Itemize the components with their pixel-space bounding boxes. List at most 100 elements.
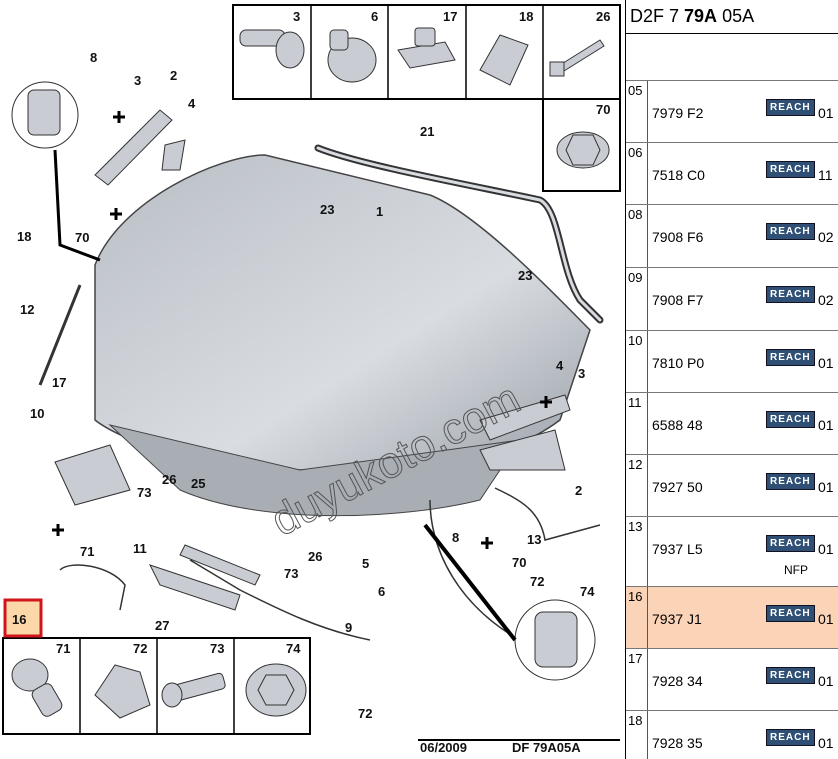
part-reference: 7928 34 bbox=[652, 673, 703, 689]
callout-26-mid: 26 bbox=[308, 549, 322, 564]
callout-72-mid: 72 bbox=[530, 574, 544, 589]
lock-latch-10 bbox=[54, 444, 131, 506]
callout-4-top: 4 bbox=[188, 96, 196, 111]
reach-badge: REACH bbox=[766, 286, 815, 303]
row-quantity: 01 bbox=[818, 479, 834, 495]
row-quantity: 01 bbox=[818, 541, 834, 557]
clip-icon bbox=[239, 29, 305, 69]
exploded-parts-diagram: 3 6 17 18 26 70 bbox=[2, 4, 621, 755]
bolt-70-icon bbox=[556, 131, 610, 169]
row-quantity: 01 bbox=[818, 105, 834, 121]
callout-73-left: 73 bbox=[137, 485, 151, 500]
header-bold: 79A bbox=[684, 6, 718, 26]
row-quantity: 01 bbox=[818, 673, 834, 689]
callout-23-right: 23 bbox=[518, 268, 532, 283]
callout-9: 9 bbox=[345, 620, 352, 635]
diagram-date: 06/2009 bbox=[420, 740, 467, 755]
svg-text:16: 16 bbox=[12, 612, 26, 627]
row-index: 06 bbox=[626, 143, 648, 204]
reach-badge: REACH bbox=[766, 535, 815, 552]
top-box-label-26: 26 bbox=[596, 9, 610, 24]
stud-icon bbox=[549, 39, 605, 77]
part-reference: 7810 P0 bbox=[652, 355, 705, 371]
reach-badge: REACH bbox=[766, 667, 815, 684]
row-note: NFP bbox=[784, 563, 808, 577]
reach-badge: REACH bbox=[766, 411, 815, 428]
callout-labels: 1 2 2 3 3 4 4 5 6 8 8 9 10 11 12 13 17 1… bbox=[17, 50, 595, 721]
reach-badge: REACH bbox=[766, 349, 815, 366]
callout-11: 11 bbox=[133, 541, 147, 556]
callout-18: 18 bbox=[17, 229, 31, 244]
callout-5: 5 bbox=[362, 556, 369, 571]
bracket-27 bbox=[149, 564, 241, 611]
part-reference: 7937 L5 bbox=[652, 541, 703, 557]
callout-13: 13 bbox=[527, 532, 541, 547]
bar-11 bbox=[179, 544, 261, 586]
callout-25: 25 bbox=[191, 476, 205, 491]
reach-badge: REACH bbox=[766, 161, 815, 178]
callout-3-right: 3 bbox=[578, 366, 585, 381]
row-index: 16 bbox=[626, 587, 648, 648]
header-suffix: 05A bbox=[717, 6, 755, 26]
bracket-clip-icon bbox=[397, 27, 456, 69]
row-index: 09 bbox=[626, 268, 648, 330]
nut-clip-72-icon bbox=[94, 664, 151, 719]
bottom-parts-box: 71 72 73 74 bbox=[2, 637, 311, 735]
callout-8-mid: 8 bbox=[452, 530, 459, 545]
callout-1: 1 bbox=[376, 204, 383, 219]
row-index: 13 bbox=[626, 517, 648, 586]
row-index: 05 bbox=[626, 81, 648, 142]
hinge-clip-icon bbox=[479, 34, 529, 86]
row-quantity: 02 bbox=[818, 229, 834, 245]
plus-markers bbox=[52, 111, 552, 549]
callout-70-top: 70 bbox=[75, 230, 89, 245]
callout-8-top: 8 bbox=[90, 50, 97, 65]
screw-71-icon bbox=[11, 658, 63, 717]
row-quantity: 01 bbox=[818, 417, 834, 433]
side-part-box: 70 bbox=[542, 98, 621, 192]
nut-74-icon bbox=[245, 663, 307, 717]
reach-badge: REACH bbox=[766, 99, 815, 116]
diagram-reference: DF 79A05A bbox=[512, 740, 581, 755]
row-quantity: 01 bbox=[818, 735, 834, 751]
callout-17: 17 bbox=[52, 375, 66, 390]
callout-16-selected[interactable]: 16 bbox=[3, 598, 43, 638]
support-rod-12 bbox=[38, 284, 82, 386]
top-box-label-6: 6 bbox=[371, 9, 378, 24]
row-index: 10 bbox=[626, 331, 648, 392]
reach-badge: REACH bbox=[766, 729, 815, 746]
bottom-box-label-73: 73 bbox=[210, 641, 224, 656]
seal-inner-line bbox=[316, 146, 602, 322]
row-index: 17 bbox=[626, 649, 648, 710]
callout-27: 27 bbox=[155, 618, 169, 633]
part-reference: 7937 J1 bbox=[652, 611, 702, 627]
callout-23-top: 23 bbox=[320, 202, 334, 217]
callout-70-mid: 70 bbox=[512, 555, 526, 570]
callout-6: 6 bbox=[378, 584, 385, 599]
side-box-label-70: 70 bbox=[596, 102, 610, 117]
bolt-73-icon bbox=[161, 672, 226, 708]
hinge-left bbox=[94, 109, 186, 186]
callout-10: 10 bbox=[30, 406, 44, 421]
callout-21: 21 bbox=[420, 124, 434, 139]
bottom-box-label-74: 74 bbox=[286, 641, 301, 656]
callout-2-right: 2 bbox=[575, 483, 582, 498]
callout-71: 71 bbox=[80, 544, 94, 559]
top-parts-box: 3 6 17 18 26 bbox=[232, 4, 621, 100]
callout-72-bottom: 72 bbox=[358, 706, 372, 721]
callout-3-top: 3 bbox=[134, 73, 141, 88]
row-quantity: 01 bbox=[818, 611, 834, 627]
row-quantity: 02 bbox=[818, 292, 834, 308]
